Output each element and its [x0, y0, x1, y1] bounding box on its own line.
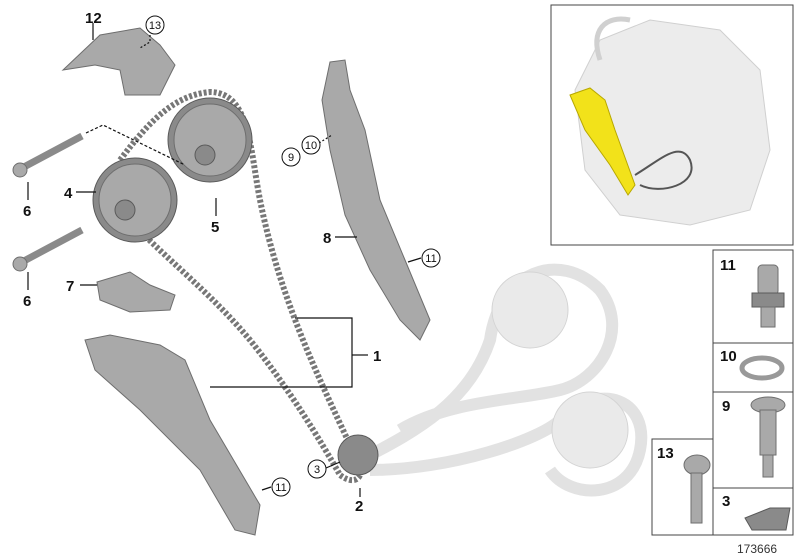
- pin-screw-icon: [750, 396, 786, 478]
- callout-11: 11: [275, 482, 286, 494]
- engine-overview-inset[interactable]: [550, 4, 794, 246]
- diagram-number: 173666: [737, 542, 777, 556]
- tensioner-rail: [84, 334, 261, 536]
- callout-2: 2: [355, 498, 363, 515]
- bolt-upper: [12, 132, 84, 178]
- guide-rail: [321, 59, 431, 341]
- callout-1: 1: [373, 348, 381, 365]
- torx-screw-icon: [683, 454, 711, 524]
- callout-3: 3: [314, 464, 320, 476]
- timing-chain: [112, 88, 364, 484]
- bolt-lower: [12, 226, 84, 272]
- callout-12: 12: [85, 10, 102, 27]
- crankshaft-sprocket: [337, 434, 379, 476]
- woodruff-key-icon: [744, 507, 791, 531]
- callout-11: 11: [425, 253, 436, 265]
- callout-10: 10: [305, 140, 317, 152]
- chain-guide-upper: [61, 27, 176, 96]
- highlighted-timing-chain: [569, 87, 636, 196]
- table-label-3: 3: [722, 493, 730, 510]
- table-label-9: 9: [722, 398, 730, 415]
- ghost-sprocket-upper: [491, 271, 569, 349]
- chain-tensioner: [96, 271, 176, 313]
- sealing-washer-icon: [739, 355, 785, 381]
- callout-4: 4: [64, 185, 73, 202]
- callout-13: 13: [149, 20, 161, 32]
- callout-8: 8: [323, 230, 331, 247]
- leader-lines: [27, 23, 422, 497]
- callout-7: 7: [66, 278, 74, 295]
- callout-9: 9: [288, 152, 294, 164]
- callout-6: 6: [23, 203, 31, 220]
- table-label-11: 11: [720, 257, 736, 274]
- parts-table: 11 10 9 3 13: [651, 249, 794, 536]
- callout-6: 6: [23, 293, 31, 310]
- table-label-10: 10: [720, 348, 737, 365]
- table-label-13: 13: [657, 445, 674, 462]
- ghost-chain-assembly: [357, 263, 648, 497]
- guide-pin-icon: [751, 264, 785, 328]
- callout-5: 5: [211, 219, 219, 236]
- ghost-sprocket-lower: [551, 391, 629, 469]
